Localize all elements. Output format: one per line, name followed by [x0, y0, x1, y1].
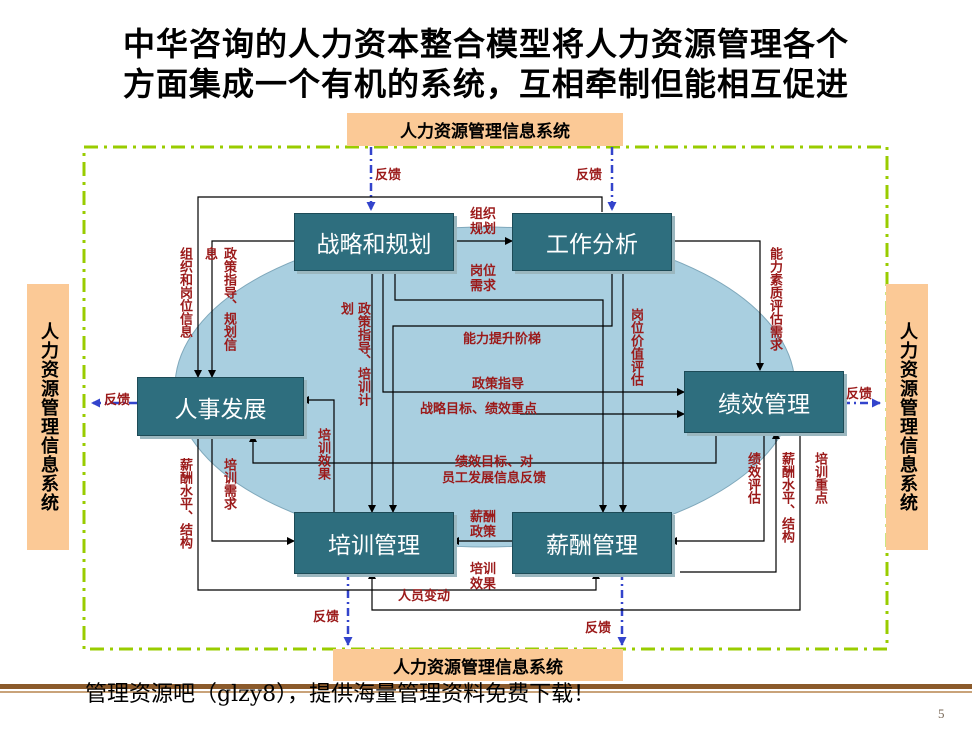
label-training-focus: 培训重点: [812, 452, 827, 504]
label-perf-goals-1: 绩效目标、对: [455, 455, 534, 470]
feedback-arrows: [91, 147, 881, 646]
info-system-top: 人力资源管理信息系统: [347, 113, 623, 146]
label-info-char: 息: [202, 247, 217, 260]
label-post-demand: 岗位 需求: [470, 264, 497, 294]
label-org-post-info: 组织和岗位信息: [177, 247, 192, 338]
info-system-left: 人力资源管理信息系统: [27, 284, 69, 550]
footer-text: 管理资源吧（glzy8），提供海量管理资料免费下载！: [85, 682, 596, 707]
label-policy-guide-training-plan: 政策指导、培训计: [355, 302, 370, 406]
info-system-right: 人力资源管理信息系统: [886, 284, 928, 550]
label-strategy-goals: 战略目标、绩效重点: [420, 402, 538, 417]
label-post-value-eval: 岗位价值评估: [628, 308, 643, 386]
label-pay-level-structure-right: 薪酬水平、结构: [779, 452, 794, 543]
label-policy-guide: 政策指导: [472, 377, 525, 392]
label-competency-eval-demand: 能力素质评估需求: [767, 247, 782, 351]
box-compensation-management: 薪酬管理: [512, 512, 672, 574]
footer-divider: [0, 684, 972, 689]
label-plan-char: 划: [338, 302, 353, 315]
page-number: 5: [938, 706, 945, 721]
box-performance-management: 绩效管理: [684, 371, 844, 433]
label-pay-level-structure-left: 薪酬水平、结构: [177, 458, 192, 549]
feedback-label-bottom-right: 反馈: [585, 621, 612, 636]
feedback-label-top-right: 反馈: [576, 168, 603, 183]
label-policy-guide-plan-info: 政策指导、规划信: [221, 247, 236, 351]
label-perf-eval: 绩效评估: [745, 452, 760, 504]
feedback-label-bottom-left: 反馈: [313, 610, 340, 625]
label-org-planning: 组织 规划: [470, 207, 497, 237]
footer-divider-thin: [0, 691, 972, 693]
box-strategy-planning: 战略和规划: [294, 213, 454, 271]
label-training-effect-v: 培训效果: [315, 428, 330, 480]
connector-lines: [194, 196, 801, 611]
label-training-demand: 培训需求: [221, 458, 236, 510]
label-perf-goals-2: 员工发展信息反馈: [442, 471, 547, 486]
label-staff-change: 人员变动: [398, 589, 451, 604]
feedback-label-left: 反馈: [104, 393, 131, 408]
feedback-label-top-left: 反馈: [375, 168, 402, 183]
box-job-analysis: 工作分析: [512, 213, 672, 271]
label-ability-ladder: 能力提升阶梯: [463, 332, 542, 347]
box-training-management: 培训管理: [294, 512, 454, 574]
info-system-bottom: 人力资源管理信息系统: [333, 649, 623, 681]
label-pay-policy: 薪酬 政策: [470, 510, 497, 540]
page-title-line1: 中华咨询的人力资本整合模型将人力资源管理各个: [122, 25, 849, 63]
label-training-effect-h: 培训 效果: [470, 562, 497, 592]
box-personnel-development: 人事发展: [137, 377, 304, 436]
page-title-line2: 方面集成一个有机的系统，互相牵制但能相互促进: [122, 65, 849, 103]
feedback-label-right: 反馈: [846, 387, 873, 402]
